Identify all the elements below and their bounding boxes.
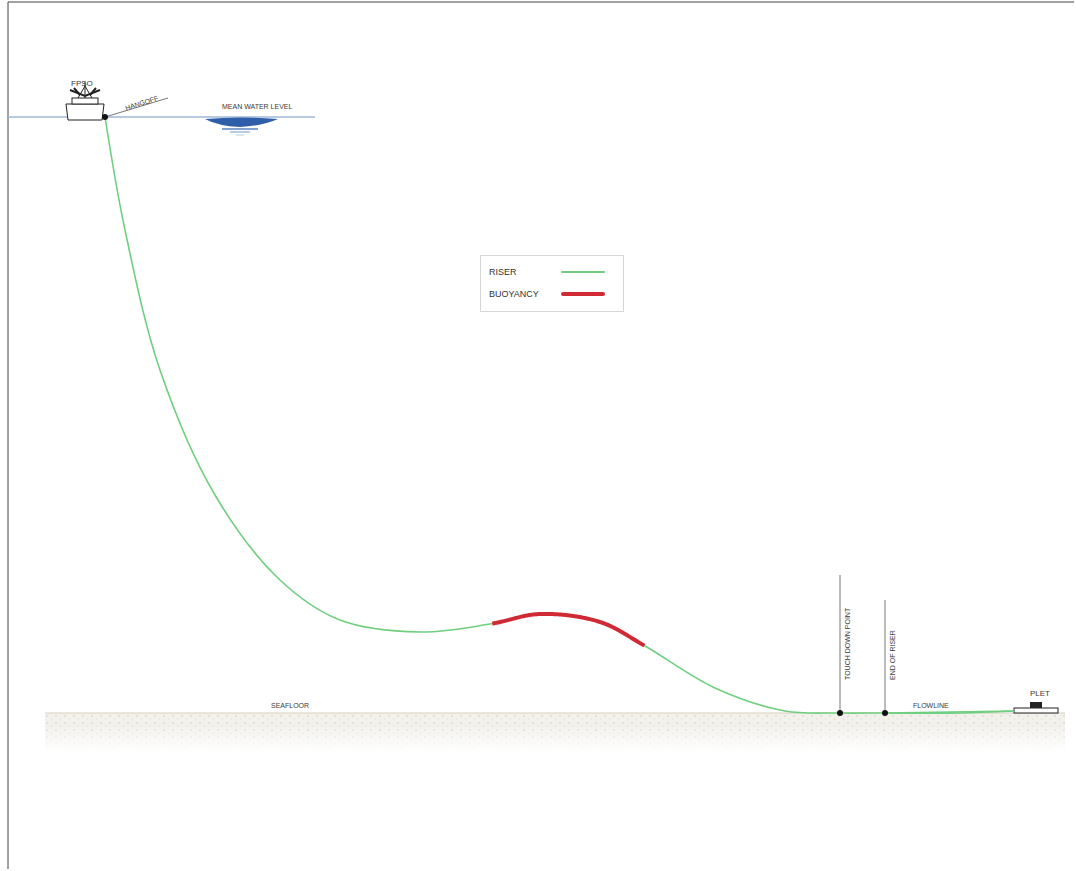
plet-symbol bbox=[1014, 702, 1058, 713]
hangoff-point bbox=[102, 114, 108, 120]
touchdown-marker bbox=[840, 575, 841, 713]
legend-sample bbox=[561, 292, 605, 296]
plet-label: PLET bbox=[1030, 689, 1050, 699]
legend-row: RISER bbox=[489, 262, 623, 282]
legend-label: BUOYANCY bbox=[489, 289, 561, 299]
buoyancy-section bbox=[492, 614, 644, 646]
point-label: TOUCH DOWN POINT bbox=[843, 608, 853, 680]
seafloor-label: SEAFLOOR bbox=[271, 701, 309, 711]
hangoff-label: HANGOFF bbox=[124, 93, 160, 113]
end-riser-point bbox=[882, 710, 888, 716]
legend-row: BUOYANCY bbox=[489, 284, 623, 304]
flowline bbox=[885, 711, 1014, 713]
frame-line bbox=[8, 2, 1074, 3]
touchdown-point bbox=[837, 710, 843, 716]
flowline-label: FLOWLINE bbox=[913, 701, 949, 711]
seabed-fade bbox=[45, 725, 1065, 752]
water-icon bbox=[205, 118, 278, 136]
point-label: END OF RISER bbox=[888, 630, 898, 680]
seabed bbox=[45, 713, 1065, 751]
legend-sample bbox=[561, 271, 605, 273]
vessel-label: FPSO bbox=[71, 79, 93, 89]
riser-line bbox=[105, 117, 1014, 713]
legend-label: RISER bbox=[489, 267, 561, 277]
frame-line bbox=[8, 2, 9, 869]
end-riser-marker bbox=[885, 600, 886, 713]
water-line bbox=[8, 116, 315, 118]
water-level-label: MEAN WATER LEVEL bbox=[222, 102, 292, 112]
legend-box: RISER BUOYANCY bbox=[480, 255, 624, 312]
